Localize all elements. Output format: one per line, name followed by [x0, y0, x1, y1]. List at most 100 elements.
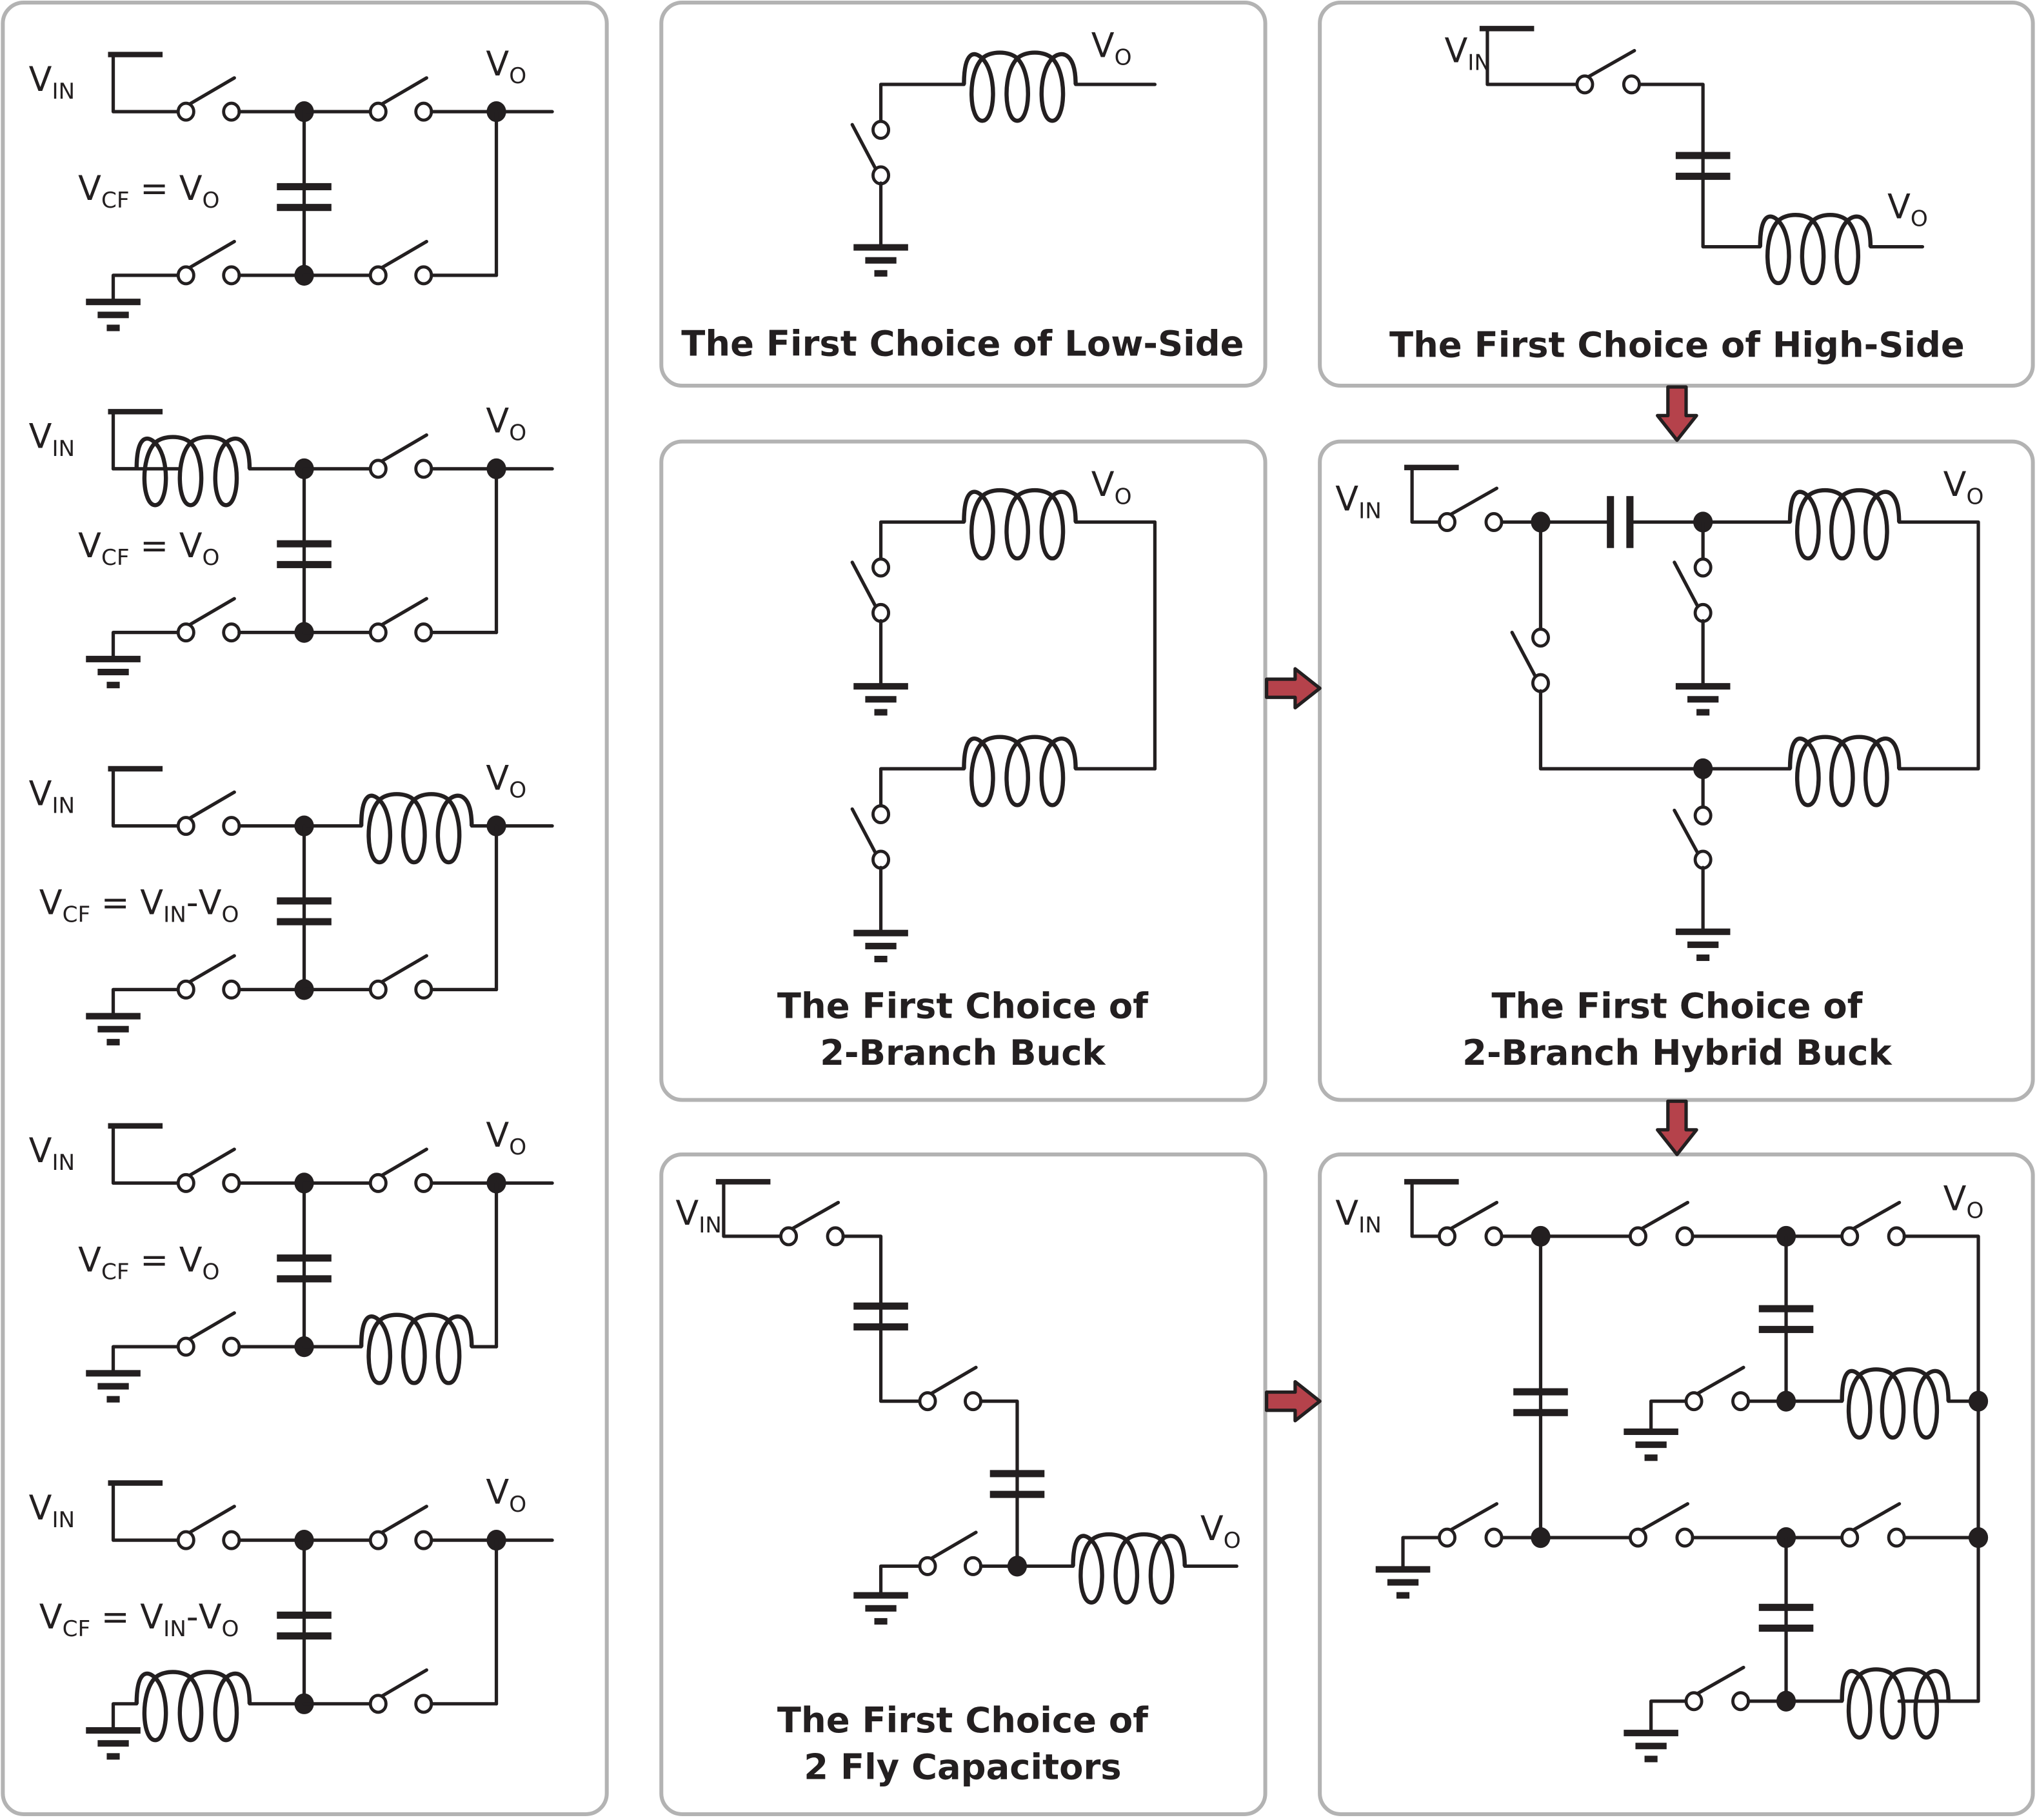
vo-label: VO [1887, 187, 1928, 232]
ground-bar [97, 1740, 129, 1747]
switch-terminal [1437, 1226, 1456, 1247]
switch-icon [368, 1668, 433, 1714]
ground-bar [1644, 1454, 1658, 1461]
switch-blade [188, 1147, 236, 1177]
switch-terminal [414, 1694, 433, 1714]
wire [111, 1127, 180, 1185]
capacitor-icon [1758, 1603, 1814, 1632]
switch-terminal [918, 1391, 937, 1412]
capacitor-plate [989, 1490, 1045, 1498]
switch-terminal [1437, 1527, 1456, 1548]
switch-icon [1575, 48, 1641, 95]
wire [1649, 1699, 1689, 1732]
ground-icon [853, 683, 908, 716]
capacitor-plate [1607, 496, 1615, 548]
ground-icon [1624, 1730, 1678, 1763]
ground-bar [86, 1370, 141, 1377]
switch-terminal [1684, 1691, 1704, 1712]
ground-bar [1624, 1428, 1678, 1436]
vo-label-subscript: O [509, 1134, 526, 1160]
capacitor-plate [277, 1632, 332, 1640]
capacitor-plate [1758, 1325, 1814, 1333]
switch-icon [368, 1147, 433, 1193]
equation-v: V [179, 526, 203, 566]
ground-icon [86, 1013, 141, 1045]
ground-bar [853, 244, 908, 251]
wire [1486, 29, 1580, 86]
wire [879, 520, 966, 562]
inductor-icon [1071, 1532, 1187, 1605]
switch-terminal [368, 1172, 388, 1193]
switch-icon [779, 1200, 845, 1247]
equation-minus: - [186, 1597, 199, 1637]
equation-equals: = [130, 526, 179, 566]
junction-dot [1968, 1390, 1989, 1412]
switch-terminal [1484, 1226, 1504, 1247]
ground-bar [106, 682, 120, 689]
switch-terminal [176, 1172, 195, 1193]
equation-v: V [140, 1597, 163, 1637]
ground-bar [1375, 1566, 1431, 1573]
ground-bar [1687, 941, 1719, 948]
inductor-coil [134, 435, 252, 508]
switch-terminal [1531, 628, 1550, 648]
vin-label: VIN [1335, 479, 1382, 524]
switch-terminal [222, 622, 241, 643]
capacitor-plate [277, 183, 332, 190]
switch-terminal [1693, 806, 1713, 826]
switch-blade [380, 239, 428, 270]
switch-blade [380, 76, 428, 106]
ground-icon [853, 244, 908, 277]
switch-blade [380, 1668, 428, 1698]
capacitor-plate [989, 1470, 1045, 1478]
capacitor-plate [1758, 1305, 1814, 1312]
capacitor-plate [277, 1611, 332, 1619]
switch-blade [1852, 1502, 1902, 1532]
inductor-coil [134, 1670, 252, 1743]
wire [1637, 83, 1762, 249]
panel-two-fly-caps [659, 1152, 1267, 1816]
capacitor-plate [277, 897, 332, 905]
wire [979, 1400, 1019, 1568]
ground-bar [865, 257, 897, 264]
inductor-coil [1787, 488, 1902, 561]
wire [1410, 468, 1442, 524]
switch-blade [1587, 48, 1636, 79]
vo-label: VO [486, 402, 526, 446]
switch-terminal [1628, 1226, 1647, 1247]
switch-blade [1510, 630, 1538, 678]
inductor-icon [1840, 1367, 1951, 1440]
switch-terminal [918, 1556, 937, 1576]
equation-v: V [199, 884, 222, 923]
junction-dot [1968, 1527, 1989, 1548]
switch-icon [176, 597, 241, 643]
switch-blade [1673, 808, 1700, 855]
switch-terminal [368, 622, 388, 643]
ground-bar [853, 929, 908, 936]
wire [841, 1234, 922, 1403]
ground-bar [106, 324, 120, 331]
switch-blade [929, 1365, 978, 1396]
switch-terminal [414, 622, 433, 643]
switch-terminal [368, 265, 388, 286]
switch-terminal [414, 459, 433, 479]
capacitor-plate [277, 204, 332, 212]
capacitor-plate [277, 1275, 332, 1283]
switch-blade [850, 123, 878, 171]
ground-icon [1375, 1566, 1431, 1599]
switch-terminal [1684, 1391, 1704, 1412]
wire [1410, 1182, 1442, 1238]
equation-o-sub: O [203, 545, 220, 571]
vcf-subscript: CF [101, 1259, 130, 1285]
capacitor-plate [1758, 1624, 1814, 1632]
inductor-coil [1071, 1532, 1187, 1605]
inductor-coil [962, 50, 1078, 123]
switch-blade [1673, 560, 1700, 608]
